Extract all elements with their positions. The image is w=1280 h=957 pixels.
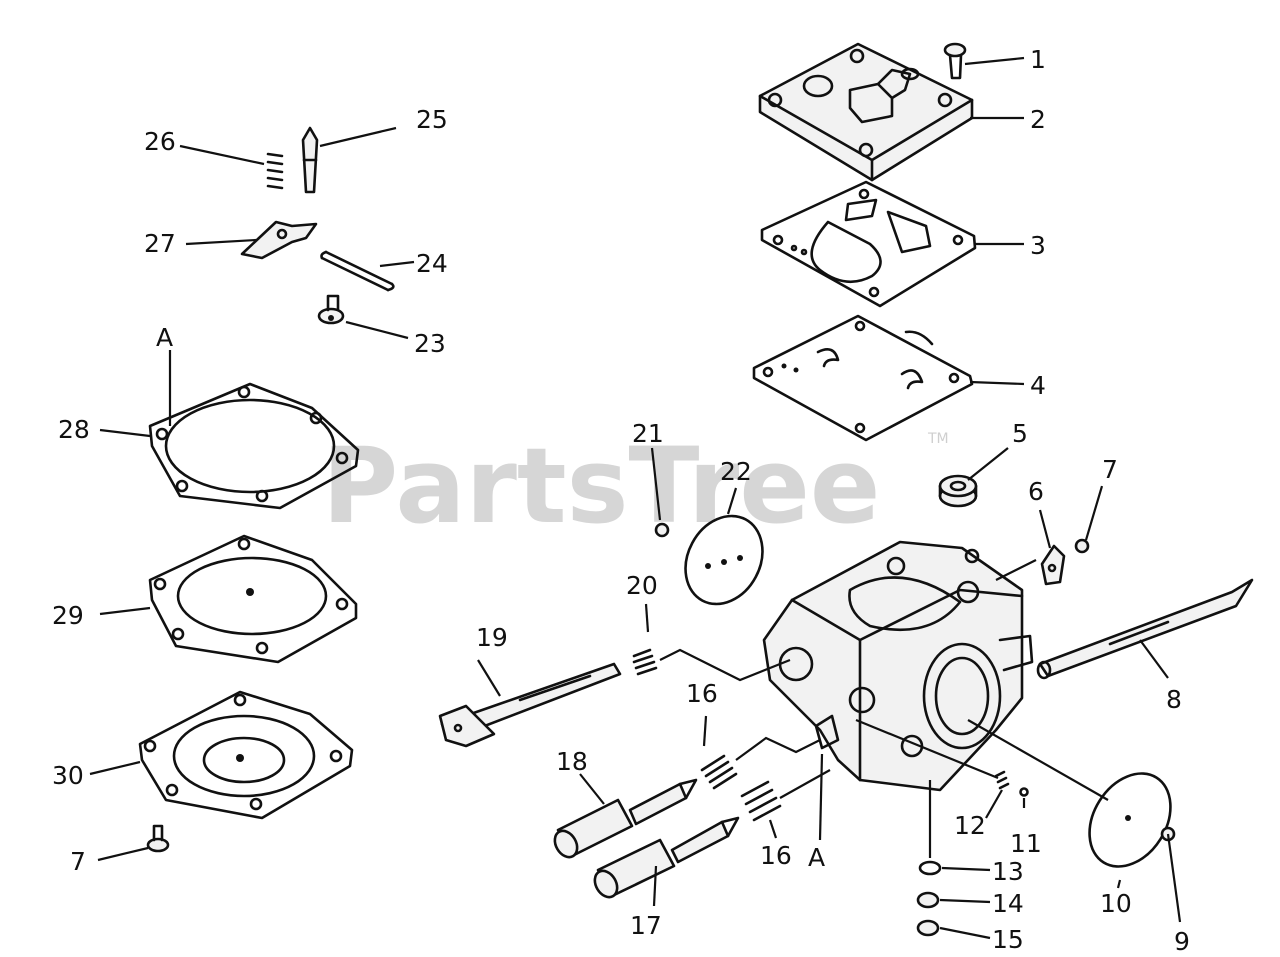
part-16-spring-b[interactable] (740, 780, 782, 822)
callout-14: 14 (992, 889, 1024, 918)
part-18-needle[interactable] (550, 778, 698, 861)
callout-6: 6 (1028, 477, 1044, 506)
part-12-spring[interactable] (994, 770, 1010, 790)
part-19-shaft[interactable] (438, 662, 622, 748)
part-17-needle[interactable] (590, 816, 740, 901)
callout-18: 18 (556, 747, 588, 776)
part-7-screw-right[interactable] (1074, 538, 1090, 554)
callout-22: 22 (720, 457, 752, 486)
callout-2: 2 (1030, 105, 1046, 134)
part-13-ring[interactable] (918, 860, 942, 876)
callout-21: 21 (632, 419, 664, 448)
watermark-brand: PartsTree (322, 425, 880, 547)
part-11-ball[interactable] (1019, 787, 1029, 797)
part-24-pin[interactable] (320, 250, 395, 292)
part-15-washer[interactable] (916, 919, 940, 937)
part-5-plug[interactable] (938, 474, 978, 508)
callouts: 1 2 3 4 5 6 7 8 9 10 11 12 13 14 15 16 1… (52, 45, 1190, 956)
callout-26: 26 (144, 127, 176, 156)
callout-3: 3 (1030, 231, 1046, 260)
callout-30: 30 (52, 761, 84, 790)
part-27-lever[interactable] (240, 220, 318, 260)
callout-25: 25 (416, 105, 448, 134)
part-2-cover[interactable] (758, 42, 974, 182)
part-30-diaphragm[interactable] (138, 690, 354, 820)
callout-13: 13 (992, 857, 1024, 886)
part-20-spring[interactable] (632, 648, 658, 676)
part-10-plate[interactable] (1073, 759, 1187, 882)
callout-7-left: 7 (70, 847, 86, 876)
callout-16-upper: 16 (686, 679, 718, 708)
callout-20: 20 (626, 571, 658, 600)
part-6-bracket[interactable] (1040, 544, 1066, 586)
leader-lines (89, 56, 1182, 940)
callout-8: 8 (1166, 685, 1182, 714)
part-26-spring[interactable] (266, 152, 284, 190)
callout-10: 10 (1100, 889, 1132, 918)
callout-27: 27 (144, 229, 176, 258)
callout-16-lower: 16 (760, 841, 792, 870)
callout-1: 1 (1030, 45, 1046, 74)
callout-5: 5 (1012, 419, 1028, 448)
watermark: PartsTree TM (322, 425, 949, 547)
reference-a-body: A (808, 843, 825, 872)
callout-29: 29 (52, 601, 84, 630)
reference-a-left: A (156, 323, 173, 352)
part-14-washer[interactable] (916, 891, 940, 909)
callout-15: 15 (992, 925, 1024, 954)
callout-7-right: 7 (1102, 455, 1118, 484)
callout-17: 17 (630, 911, 662, 940)
callout-4: 4 (1030, 371, 1046, 400)
callout-9: 9 (1174, 927, 1190, 956)
part-28-gasket[interactable] (148, 382, 360, 510)
part-29-diaphragm[interactable] (148, 534, 358, 664)
part-3-gasket[interactable] (760, 180, 977, 308)
part-16-spring-a[interactable] (700, 754, 738, 790)
callout-28: 28 (58, 415, 90, 444)
watermark-trademark: TM (927, 431, 949, 447)
part-1-screw[interactable] (943, 42, 967, 80)
part-25-needle[interactable] (301, 126, 319, 194)
callout-23: 23 (414, 329, 446, 358)
callout-12: 12 (954, 811, 986, 840)
callout-11: 11 (1010, 829, 1042, 858)
part-22-screen[interactable] (671, 502, 778, 617)
part-8-shaft[interactable] (1036, 578, 1254, 680)
part-23-screw[interactable] (317, 294, 345, 325)
carburetor-body[interactable] (762, 540, 1034, 792)
callout-19: 19 (476, 623, 508, 652)
part-7-screw-left[interactable] (146, 824, 170, 853)
part-21-screw[interactable] (654, 522, 670, 538)
callout-24: 24 (416, 249, 448, 278)
part-4-diaphragm[interactable] (752, 314, 974, 442)
